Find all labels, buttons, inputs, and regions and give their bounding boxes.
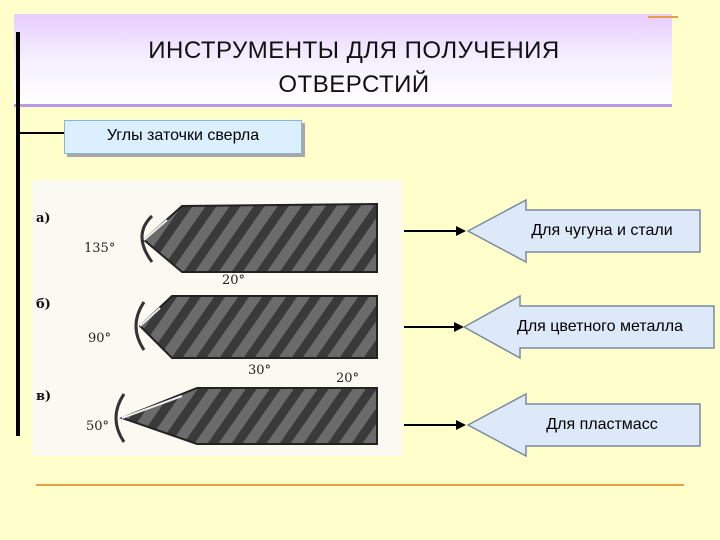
- bottom-accent-line: [36, 484, 684, 486]
- drill-figure: а) 135° 20° б) 90° 30° в) 50° 20°: [32, 180, 402, 456]
- angle-arc-a: [140, 214, 154, 263]
- callout-text-1: Для чугуна и стали: [531, 222, 673, 239]
- title-line-2: ОТВЕРСТИЙ: [278, 71, 430, 98]
- angle-arc-b: [134, 301, 146, 351]
- top-accent-line: [648, 16, 678, 18]
- callout-shape-1: [466, 198, 701, 264]
- drill-illustration: а) 135° 20° б) 90° 30° в) 50° 20°: [36, 202, 378, 445]
- title-line-1: ИНСТРУМЕНТЫ ДЛЯ ПОЛУЧЕНИЯ: [148, 37, 560, 64]
- drill-tip-b: [139, 307, 161, 327]
- row-label-a: а): [36, 211, 51, 226]
- callout-shape-3: [466, 392, 701, 458]
- helix-angle-c: 20°: [336, 371, 359, 386]
- drill-body-a: [142, 202, 378, 273]
- drill-tip-c: [121, 395, 183, 419]
- callout-plastics: Для пластмасс: [466, 392, 702, 458]
- arrow-head-2: [454, 322, 464, 332]
- drill-tip-a: [143, 219, 168, 241]
- arrow-line-3: [404, 424, 456, 426]
- arrow-head-1: [456, 226, 466, 236]
- horizontal-connector: [20, 132, 64, 134]
- title-banner: ИНСТРУМЕНТЫ ДЛЯ ПОЛУЧЕНИЯ ОТВЕРСТИЙ: [14, 14, 672, 107]
- drill-body-b: [138, 295, 378, 359]
- subtitle-box: Углы заточки сверла: [64, 120, 302, 154]
- callout-text-2: Для цветного металла: [516, 318, 683, 335]
- callout-text-3: Для пластмасс: [546, 416, 658, 433]
- vertical-connector: [16, 32, 20, 436]
- arrow-line-2: [404, 326, 454, 328]
- callout-cast-iron-steel: Для чугуна и стали: [466, 198, 702, 264]
- slide-title: ИНСТРУМЕНТЫ ДЛЯ ПОЛУЧЕНИЯ ОТВЕРСТИЙ: [74, 34, 634, 102]
- drill-row-a: а) 135° 20°: [36, 202, 378, 288]
- callout-nonferrous-metal: Для цветного металла: [462, 294, 716, 360]
- drill-row-c: в) 50° 20°: [36, 371, 378, 445]
- helix-angle-b: 30°: [248, 363, 271, 378]
- arrow-head-3: [456, 420, 466, 430]
- point-angle-b: 90°: [88, 331, 111, 346]
- arrow-line-1: [404, 230, 456, 232]
- row-label-c: в): [36, 389, 51, 404]
- callout-shape-2: [462, 294, 715, 360]
- angle-arc-c: [114, 393, 126, 443]
- point-angle-a: 135°: [84, 241, 115, 256]
- drill-row-b: б) 90° 30°: [36, 295, 378, 378]
- drill-body-c: [119, 387, 378, 445]
- helix-angle-a: 20°: [222, 273, 245, 288]
- point-angle-c: 50°: [86, 419, 109, 434]
- row-label-b: б): [36, 297, 51, 312]
